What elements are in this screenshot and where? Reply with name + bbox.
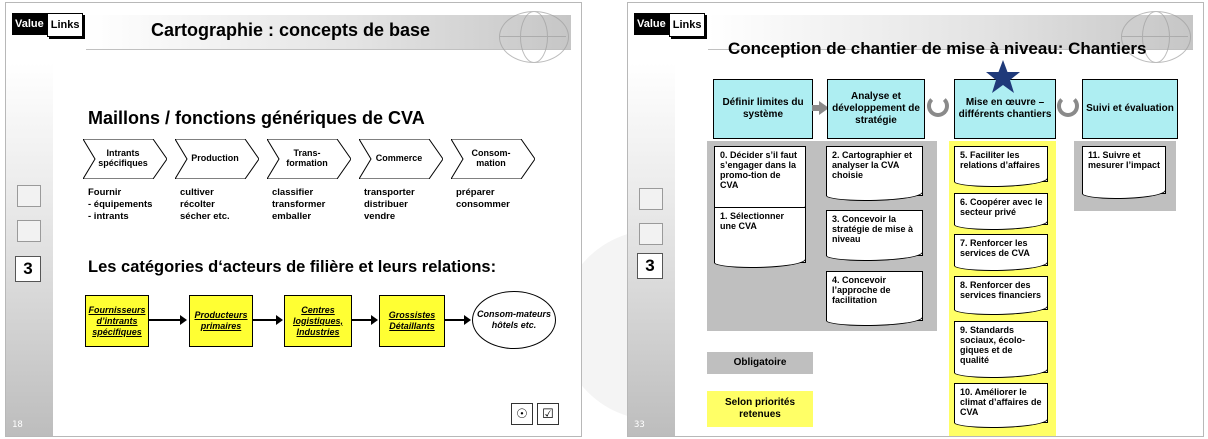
nav-box-1[interactable] — [639, 188, 663, 210]
step-2: 2. Cartographier et analyser la CVA choi… — [826, 146, 923, 201]
chevron-intrants: Intrants spécifiques — [83, 139, 167, 179]
actor-producteurs: Producteurs primaires — [189, 295, 253, 347]
nav-current[interactable]: 3 — [15, 256, 41, 282]
slide-title: Conception de chantier de mise à niveau:… — [728, 39, 1147, 58]
title-bar — [708, 15, 1193, 50]
globe-watermark-icon — [499, 11, 569, 63]
arrow-1 — [149, 315, 187, 325]
footer-icons: ☉ ☑ — [511, 403, 559, 425]
chevron-transformation: Trans-formation — [267, 139, 351, 179]
actor-centres: Centres logistiques, Industries — [284, 295, 352, 347]
slide-chantiers: Value Links Conception de chantier de mi… — [627, 2, 1204, 437]
function-fournir: Fournir - équipements - intrants — [88, 187, 153, 222]
chevron-chain: Intrants spécifiques Production Trans-fo… — [83, 139, 553, 181]
arrow-2 — [253, 315, 283, 325]
step-11: 11. Suivre et mesurer l’impact — [1082, 146, 1166, 199]
step-8: 8. Renforcer des services financiers — [954, 276, 1048, 315]
header-mise-en-oeuvre: Mise en œuvre – différents chantiers — [954, 79, 1056, 139]
step-4: 4. Concevoir l’approche de facilitation — [826, 271, 923, 326]
cycle-icon — [927, 95, 949, 117]
nav-box-2[interactable] — [639, 223, 663, 245]
cycle-icon — [1057, 95, 1079, 117]
gray-arrow-stem — [812, 105, 820, 111]
actor-grossistes: Grossistes Détaillants — [379, 295, 445, 347]
globe-icon[interactable]: ☉ — [511, 403, 533, 425]
chevron-consommation: Consom-mation — [451, 139, 535, 179]
slide-title: Cartographie : concepts de base — [151, 20, 431, 40]
step-10: 10. Améliorer le climat d’affaires de CV… — [954, 383, 1048, 428]
function-classifier: classifier transformer emballer — [272, 187, 326, 222]
step-1: 1. Sélectionner une CVA — [714, 207, 806, 268]
logo-links: Links — [668, 13, 706, 37]
chevron-production: Production — [175, 139, 259, 179]
chevron-commerce: Commerce — [359, 139, 443, 179]
step-6: 6. Coopérer avec le secteur privé — [954, 193, 1048, 230]
legend-mandatory: Obligatoire — [707, 352, 813, 374]
header-suivi: Suivi et évaluation — [1082, 79, 1178, 139]
function-cultiver: cultiver récolter sécher etc. — [180, 187, 230, 222]
step-3: 3. Concevoir la stratégie de mise à nive… — [826, 210, 923, 261]
section-heading-functions: Maillons / fonctions génériques de CVA — [88, 108, 425, 128]
function-preparer: préparer consommer — [456, 187, 510, 210]
slide-side-nav: 3 33 — [628, 63, 675, 436]
star-icon — [986, 60, 1020, 93]
header-definir: Définir limites du système — [713, 79, 813, 139]
legend-priority: Selon priorités retenues — [707, 391, 813, 427]
header-analyse: Analyse et développement de stratégie — [827, 79, 925, 139]
section-heading-actors: Les catégories d‘acteurs de filière et l… — [88, 258, 497, 276]
nav-current[interactable]: 3 — [637, 253, 663, 279]
slide-cartographie: Value Links Cartographie : concepts de b… — [5, 2, 582, 437]
arrow-3 — [352, 315, 378, 325]
step-7: 7. Renforcer les services de CVA — [954, 234, 1048, 271]
valuelinks-logo: Value Links — [12, 13, 84, 37]
step-0: 0. Décider s’il faut s’engager dans la p… — [714, 146, 806, 215]
gray-arrow-icon — [819, 101, 829, 115]
nav-box-2[interactable] — [17, 220, 41, 242]
globe-watermark-icon — [1121, 11, 1191, 63]
actor-fournisseurs: Fournisseurs d’intrants spécifiques — [85, 295, 149, 347]
logo-value: Value — [12, 13, 47, 35]
logo-links: Links — [46, 13, 84, 37]
step-9: 9. Standards sociaux, écolo-giques et de… — [954, 321, 1048, 378]
valuelinks-logo: Value Links — [634, 13, 706, 37]
nav-box-1[interactable] — [17, 185, 41, 207]
step-5: 5. Faciliter les relations d’affaires — [954, 146, 1048, 187]
logo-value: Value — [634, 13, 669, 35]
title-bar — [86, 15, 571, 50]
checklist-icon[interactable]: ☑ — [537, 403, 559, 425]
actor-consommateurs: Consom-mateurs hôtels etc. — [472, 291, 556, 349]
arrow-4 — [445, 315, 471, 325]
slide-side-nav: 3 18 — [6, 63, 53, 436]
page-number: 18 — [12, 420, 23, 430]
page-number: 33 — [634, 420, 645, 430]
function-transporter: transporter distribuer vendre — [364, 187, 415, 222]
